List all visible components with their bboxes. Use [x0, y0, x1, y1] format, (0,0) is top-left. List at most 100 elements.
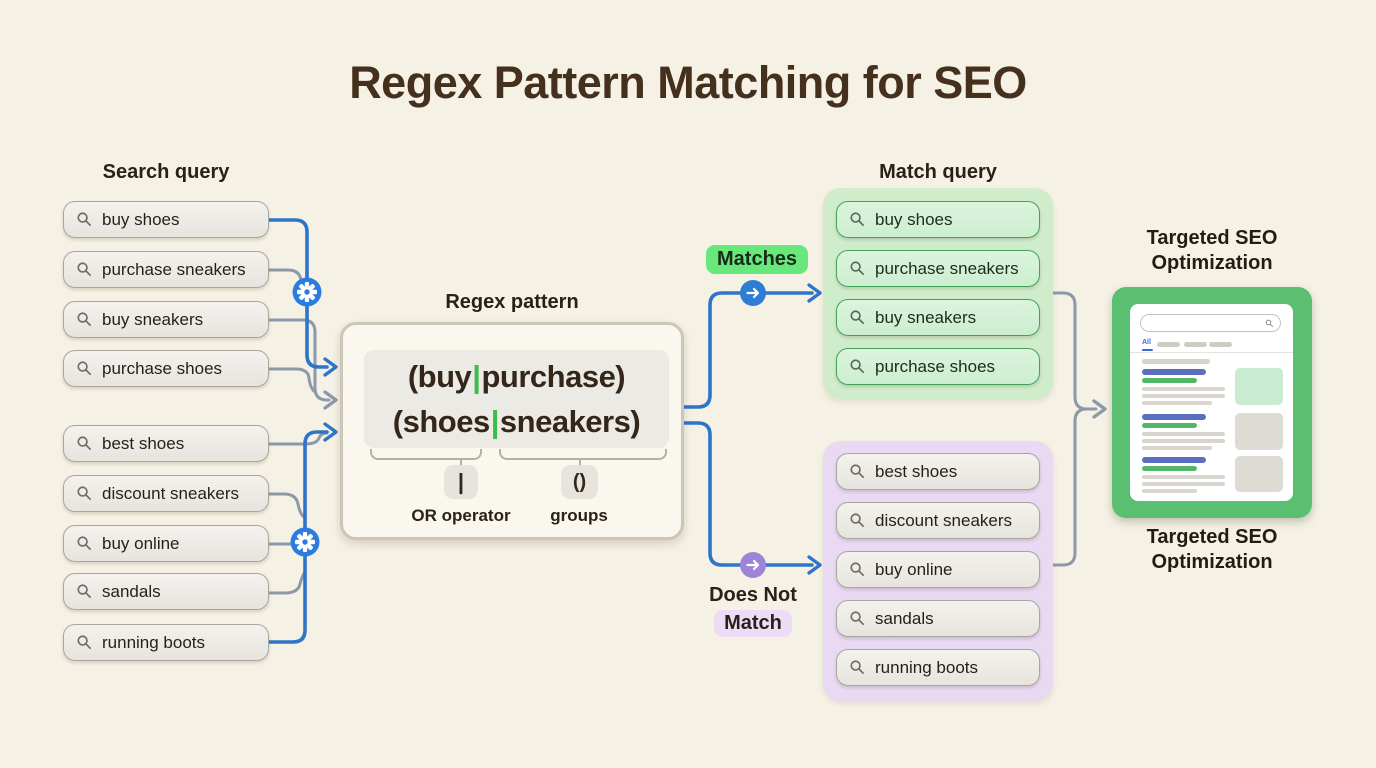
search-query-pill: buy sneakers	[63, 301, 269, 338]
matched-query-pill: purchase sneakers	[836, 250, 1040, 287]
does-not-match-label: Does Not Match	[683, 584, 823, 637]
serp-result-desc	[1142, 475, 1225, 479]
serp-search-bar	[1140, 314, 1281, 332]
unmatched-query-pill: discount sneakers	[836, 502, 1040, 539]
serp-divider	[1130, 352, 1293, 353]
serp-thumbnail-green	[1235, 368, 1283, 405]
search-icon	[77, 486, 92, 501]
search-query-text: best shoes	[102, 433, 185, 453]
matched-query-text: purchase shoes	[875, 356, 996, 376]
search-query-text: buy online	[102, 533, 180, 553]
unmatched-query-text: running boots	[875, 657, 979, 677]
regex-pipe: |	[490, 404, 500, 439]
regex-close-group: sneakers)	[499, 404, 641, 439]
serp-result-url	[1142, 466, 1197, 471]
search-icon	[850, 611, 865, 626]
seo-result-card: All	[1112, 287, 1312, 518]
matches-badge: Matches	[706, 245, 809, 274]
search-query-text: purchase sneakers	[102, 259, 246, 279]
groups-label: groups	[550, 506, 608, 525]
regex-pattern-text: (buy|purchase) (shoes|sneakers)	[364, 350, 669, 448]
search-query-text: purchase shoes	[102, 358, 223, 378]
no-match-arrow-icon	[740, 552, 766, 578]
no-match-container: best shoes discount sneakers buy online …	[823, 441, 1053, 701]
unmatched-query-pill: sandals	[836, 600, 1040, 637]
gear-icon	[290, 527, 320, 557]
search-query-pill: buy online	[63, 525, 269, 562]
or-operator-label: OR operator	[411, 506, 511, 525]
matched-query-text: purchase sneakers	[875, 258, 1019, 278]
matched-query-text: buy shoes	[875, 209, 953, 229]
serp-result-desc	[1142, 439, 1225, 443]
unmatched-query-pill: running boots	[836, 649, 1040, 686]
search-query-pill: running boots	[63, 624, 269, 661]
groups-bracket	[499, 449, 667, 460]
search-icon	[1265, 319, 1274, 328]
search-icon	[77, 536, 92, 551]
match-text-badge: Match	[714, 610, 792, 637]
serp-result-title	[1142, 369, 1206, 375]
search-icon	[77, 361, 92, 376]
matched-query-pill: purchase shoes	[836, 348, 1040, 385]
search-query-pill: discount sneakers	[63, 475, 269, 512]
regex-pattern-box: (buy|purchase) (shoes|sneakers) | () OR …	[340, 322, 684, 540]
search-icon	[850, 310, 865, 325]
serp-result-desc	[1142, 482, 1225, 486]
search-query-pill: purchase sneakers	[63, 251, 269, 288]
match-query-container: buy shoes purchase sneakers buy sneakers…	[823, 188, 1053, 399]
regex-close-group: purchase)	[481, 359, 626, 394]
serp-result-url	[1142, 378, 1197, 383]
search-query-text: buy sneakers	[102, 309, 204, 329]
search-icon	[850, 660, 865, 675]
seo-label-top: Targeted SEO Optimization	[1146, 227, 1278, 274]
search-icon	[77, 212, 92, 227]
serp-tab-all: All	[1142, 339, 1151, 346]
serp-result-desc	[1142, 446, 1212, 450]
arrowheads	[323, 283, 1107, 575]
search-query-text: buy shoes	[102, 209, 180, 229]
matched-query-pill: buy sneakers	[836, 299, 1040, 336]
serp-result-desc	[1142, 489, 1197, 493]
search-icon	[850, 261, 865, 276]
unmatched-query-pill: best shoes	[836, 453, 1040, 490]
groups-symbol: ()	[572, 470, 587, 493]
search-query-pill: purchase shoes	[63, 350, 269, 387]
serp-result-title	[1142, 457, 1206, 463]
or-symbol-chip: |	[444, 465, 478, 499]
unmatched-query-text: buy online	[875, 559, 953, 579]
serp-tab-underline	[1142, 349, 1153, 351]
unmatched-query-text: sandals	[875, 608, 934, 628]
serp-result-url	[1142, 423, 1197, 428]
serp-tab-pill	[1209, 342, 1232, 347]
search-icon	[77, 584, 92, 599]
search-query-text: sandals	[102, 581, 161, 601]
search-icon	[77, 635, 92, 650]
serp-mockup: All	[1130, 304, 1293, 501]
search-icon	[850, 212, 865, 227]
unmatched-query-text: discount sneakers	[875, 510, 1013, 530]
regex-open-group: (shoes	[392, 404, 490, 439]
regex-line-2: (shoes|sneakers)	[392, 399, 641, 444]
serp-tab-pill	[1184, 342, 1207, 347]
search-icon	[850, 562, 865, 577]
search-query-pill: buy shoes	[63, 201, 269, 238]
regex-line-1: (buy|purchase)	[407, 354, 626, 399]
or-symbol: |	[457, 469, 465, 494]
serp-thumbnail-grey	[1235, 456, 1283, 492]
search-query-text: discount sneakers	[102, 483, 240, 503]
unmatched-query-pill: buy online	[836, 551, 1040, 588]
search-icon	[850, 513, 865, 528]
does-not-text: Does Not	[709, 584, 797, 606]
serp-result-desc	[1142, 432, 1225, 436]
regex-open-group: (buy	[407, 359, 472, 394]
search-query-pill: best shoes	[63, 425, 269, 462]
or-bracket	[370, 449, 482, 460]
regex-pattern-heading: Regex pattern	[445, 291, 579, 313]
search-icon	[77, 312, 92, 327]
search-icon	[850, 464, 865, 479]
seo-label-bottom: Targeted SEO Optimization	[1146, 526, 1278, 573]
search-icon	[77, 436, 92, 451]
serp-result-desc	[1142, 394, 1225, 398]
